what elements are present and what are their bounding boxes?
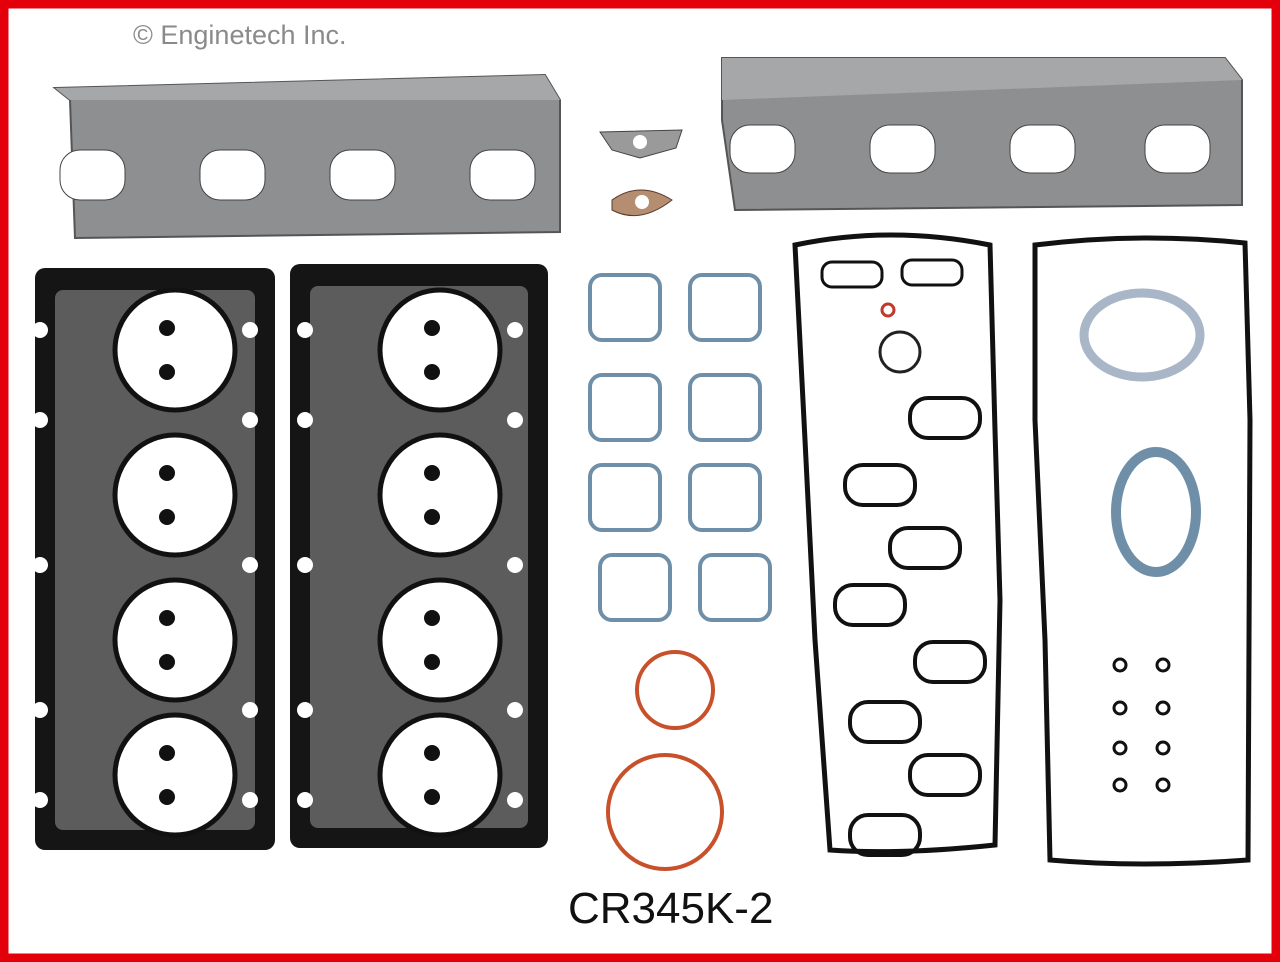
- seal: [900, 258, 964, 287]
- cylinder-head-gasket-right: [290, 264, 548, 848]
- part-number-label: CR345K-2: [568, 884, 774, 933]
- exhaust-port: [1009, 124, 1076, 174]
- seal: [820, 260, 884, 289]
- bolt-hole: [242, 792, 258, 808]
- grommet-o-ring: [1112, 740, 1128, 756]
- bolt-hole: [32, 792, 48, 808]
- bolt-hole: [297, 557, 313, 573]
- intake-manifold-seal: [688, 463, 762, 532]
- o-ring-small: [635, 650, 715, 730]
- valve-notch: [159, 320, 175, 336]
- bolt-hole: [507, 792, 523, 808]
- spark-plug-tube-seal: [848, 700, 922, 744]
- valve-notch: [159, 610, 175, 626]
- bolt-hole: [242, 702, 258, 718]
- bolt-hole: [32, 322, 48, 338]
- valve-notch: [424, 654, 440, 670]
- valve-notch: [159, 364, 175, 380]
- spark-plug-tube-seal: [908, 396, 982, 440]
- bolt-hole: [297, 322, 313, 338]
- valve-cover-gasket-right: [1032, 235, 1253, 867]
- valve-notch: [424, 465, 440, 481]
- cylinder-bore: [377, 712, 503, 838]
- valve-notch: [424, 745, 440, 761]
- bolt-hole: [507, 557, 523, 573]
- bolt-hole: [32, 557, 48, 573]
- cylinder-bore: [377, 577, 503, 703]
- flange-gasket: [611, 189, 673, 217]
- valve-notch: [424, 364, 440, 380]
- bolt-hole: [297, 412, 313, 428]
- intake-manifold-seal: [588, 373, 662, 442]
- grommet-o-ring: [1155, 700, 1171, 716]
- intake-manifold-seal: [688, 273, 762, 342]
- bolt-hole: [242, 412, 258, 428]
- cylinder-head-gasket-left: [32, 268, 275, 850]
- valve-notch: [424, 509, 440, 525]
- grommet-o-ring: [1155, 740, 1171, 756]
- valve-notch: [159, 789, 175, 805]
- valve-notch: [159, 509, 175, 525]
- exhaust-port: [1144, 124, 1211, 174]
- bolt-hole: [297, 792, 313, 808]
- egr-flange-gasket: [599, 129, 683, 159]
- grommet-o-ring: [1112, 657, 1128, 673]
- bolt-hole: [297, 702, 313, 718]
- exhaust-port: [469, 149, 536, 201]
- exhaust-port: [729, 124, 796, 174]
- intake-manifold-seal: [588, 273, 662, 342]
- exhaust-port: [59, 149, 126, 201]
- valve-notch: [424, 610, 440, 626]
- bolt-hole: [32, 702, 48, 718]
- spark-plug-tube-seal: [888, 526, 962, 570]
- valve-notch: [159, 465, 175, 481]
- valve-cover-gasket-left: [792, 232, 1003, 857]
- spark-plug-tube-seal: [833, 583, 907, 627]
- intake-manifold-seal: [598, 553, 672, 622]
- spark-plug-tube-seal: [908, 753, 982, 797]
- spark-plug-tube-seal: [913, 640, 987, 684]
- grommet-o-ring: [1155, 657, 1171, 673]
- intake-manifold-seal: [688, 373, 762, 442]
- valve-notch: [159, 654, 175, 670]
- grommet-o-ring: [1112, 700, 1128, 716]
- bolt-hole: [507, 702, 523, 718]
- bolt-hole: [242, 557, 258, 573]
- spark-plug-tube-seal: [843, 463, 917, 507]
- bolt-hole: [507, 412, 523, 428]
- copyright-watermark: © Enginetech Inc.: [133, 20, 347, 50]
- exhaust-port: [199, 149, 266, 201]
- cylinder-bore: [377, 287, 503, 413]
- exhaust-port: [869, 124, 936, 174]
- cylinder-bore: [112, 712, 238, 838]
- o-ring-large: [606, 753, 724, 871]
- exhaust-port: [329, 149, 396, 201]
- grommet-o-ring: [1155, 777, 1171, 793]
- grommet-o-ring: [1112, 777, 1128, 793]
- intake-manifold-seal: [698, 553, 772, 622]
- intake-manifold-seal: [588, 463, 662, 532]
- bolt-hole: [32, 412, 48, 428]
- cylinder-bore: [112, 287, 238, 413]
- valve-notch: [424, 320, 440, 336]
- cylinder-bore: [377, 432, 503, 558]
- cylinder-bore: [112, 577, 238, 703]
- exhaust-manifold-gasket-right: [721, 57, 1243, 212]
- spark-plug-tube-seal: [848, 813, 922, 857]
- bolt-hole: [242, 322, 258, 338]
- exhaust-manifold-gasket-left: [52, 73, 561, 240]
- bolt-hole: [507, 322, 523, 338]
- cylinder-bore: [112, 432, 238, 558]
- valve-notch: [159, 745, 175, 761]
- valve-notch: [424, 789, 440, 805]
